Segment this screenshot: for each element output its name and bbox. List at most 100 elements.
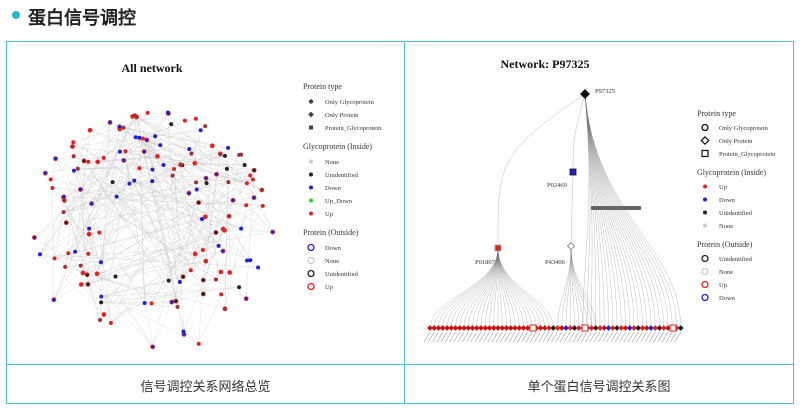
leaf-node xyxy=(524,325,531,331)
leaf-node xyxy=(581,324,589,332)
network-node xyxy=(200,217,205,222)
network-node xyxy=(140,136,145,141)
network-node xyxy=(81,158,87,164)
leaf-label-tick xyxy=(478,331,486,343)
network-node xyxy=(132,113,138,119)
network-node xyxy=(53,156,58,162)
network-node xyxy=(243,296,249,302)
leaf-label-tick xyxy=(597,331,605,343)
network-node xyxy=(180,274,186,280)
network-edge xyxy=(198,205,263,344)
network-edge xyxy=(129,179,253,184)
network-node xyxy=(145,110,150,115)
leaf-label-tick xyxy=(640,331,648,343)
protein-edge xyxy=(446,247,499,329)
network-node xyxy=(114,194,119,199)
network-edge xyxy=(87,274,153,347)
leaf-label-tick xyxy=(457,331,465,343)
leaf-label-tick xyxy=(440,331,448,343)
network-edge xyxy=(155,136,251,176)
leaf-node xyxy=(652,325,659,331)
color-dot-icon xyxy=(309,198,313,203)
network-edge xyxy=(80,189,247,299)
legend-title: Protein type xyxy=(697,109,736,118)
network-edge xyxy=(54,245,219,259)
network-edge xyxy=(139,123,172,169)
network-node xyxy=(175,304,180,309)
network-node xyxy=(222,306,228,312)
network-node xyxy=(84,272,90,278)
network-node xyxy=(99,300,104,305)
network-edge xyxy=(110,249,204,324)
leaf-label-tick xyxy=(449,331,456,343)
network-node xyxy=(192,251,198,257)
network-edge xyxy=(87,274,226,310)
network-edge xyxy=(99,177,207,233)
ring-marker-icon xyxy=(701,254,709,263)
legend-item: Down xyxy=(719,295,736,302)
leaf-label-tick xyxy=(648,331,656,343)
network-node xyxy=(178,162,183,168)
protein-edge xyxy=(584,93,643,329)
leaf-label-tick xyxy=(576,331,584,343)
section-title: 蛋白信号调控 xyxy=(28,8,136,29)
leaf-node xyxy=(554,325,561,331)
network-node xyxy=(219,292,224,297)
leaf-label-tick xyxy=(627,331,635,343)
network-edge xyxy=(72,146,255,171)
protein-edge xyxy=(468,247,499,329)
network-edge xyxy=(198,181,229,203)
network-edge xyxy=(81,260,206,285)
network-node xyxy=(226,145,231,150)
leaf-node xyxy=(614,325,620,331)
network-node xyxy=(86,251,91,256)
network-edge xyxy=(54,258,98,274)
network-edge xyxy=(39,153,192,255)
legend-item: None xyxy=(325,258,339,265)
network-edge xyxy=(101,287,240,297)
network-node xyxy=(227,270,233,275)
edge-bundle xyxy=(591,206,641,210)
network-node xyxy=(78,187,83,192)
leaf-node xyxy=(639,325,646,331)
network-edge xyxy=(103,116,137,315)
network-node xyxy=(200,247,205,252)
node-label-n3: P43406 xyxy=(545,259,566,266)
network-edge xyxy=(119,151,206,217)
network-node xyxy=(52,256,57,261)
network-edge xyxy=(99,122,111,321)
network-edge xyxy=(55,157,104,159)
protein-edge xyxy=(572,93,586,173)
network-node xyxy=(70,144,75,149)
legend-item: None xyxy=(325,159,339,166)
color-dot-icon xyxy=(309,159,313,164)
network-node xyxy=(71,168,76,173)
legend-item: Only Protein xyxy=(719,138,753,145)
protein-edge xyxy=(570,245,596,329)
network-edge xyxy=(134,180,251,261)
leaf-label-tick xyxy=(534,331,541,343)
network-edge xyxy=(91,115,135,204)
network-node xyxy=(144,137,150,143)
network-node xyxy=(260,203,265,208)
network-node xyxy=(142,300,147,305)
panel1-chart-title: All network xyxy=(122,61,183,75)
network-edge xyxy=(63,116,137,213)
legend-title: Protein (Outside) xyxy=(697,240,753,249)
leaf-label-tick xyxy=(436,331,444,343)
leaf-label-tick xyxy=(657,331,665,343)
network-edge xyxy=(81,284,199,345)
leaf-node xyxy=(558,325,565,331)
network-edge xyxy=(119,151,181,283)
legend-title: Protein (Outside) xyxy=(303,228,359,237)
leaf-label-tick xyxy=(572,331,580,343)
network-edge xyxy=(119,126,229,183)
network-edge xyxy=(101,179,254,303)
network-edge xyxy=(81,230,225,285)
caption-divider xyxy=(7,364,793,365)
network-edge xyxy=(89,205,247,235)
protein-edge xyxy=(570,245,584,329)
network-edge xyxy=(39,182,197,255)
network-node xyxy=(63,264,68,269)
